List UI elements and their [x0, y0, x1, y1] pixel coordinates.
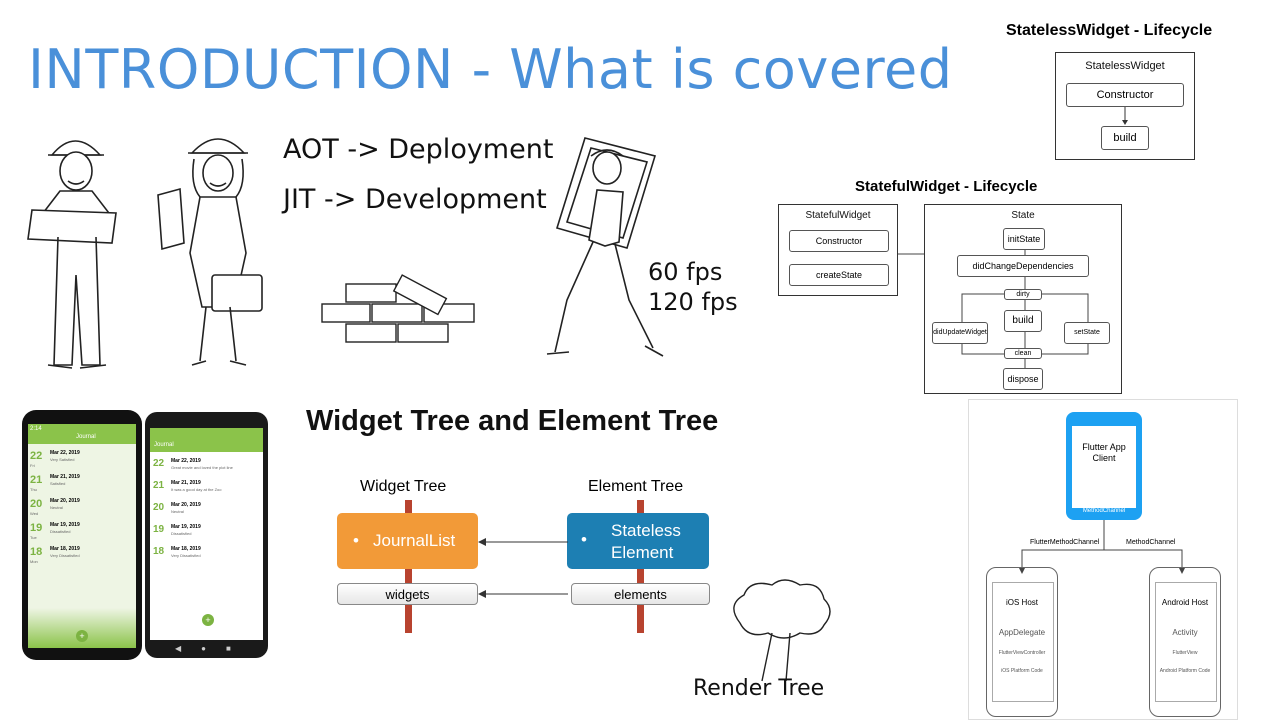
stateless-constructor: Constructor: [1066, 83, 1184, 107]
android-flutter-view: FlutterView: [1172, 650, 1198, 656]
add-entry-button[interactable]: +: [76, 630, 88, 642]
widget-tree-label: Widget Tree: [360, 478, 447, 495]
channel-connectors: [1019, 520, 1185, 574]
ios-flutter-view-controller: FlutterViewController: [998, 650, 1046, 656]
journal-list-label: JournalList: [373, 531, 456, 550]
aot-label: AOT -> Deployment: [283, 134, 554, 165]
tree-sketch-illustration: [733, 579, 831, 682]
elements-node: elements: [571, 583, 710, 605]
light-phone-footer: [28, 608, 136, 648]
ios-host-screen: [992, 582, 1054, 702]
clean-state: clean: [1004, 348, 1042, 359]
stateful-constructor: Constructor: [789, 230, 889, 252]
man-with-frame-illustration: [546, 137, 664, 357]
flutter-method-channel-label: FlutterMethodChannel: [1028, 539, 1102, 546]
light-phone-time: 2:14: [30, 426, 42, 432]
flutter-client-label-2: Client: [1092, 453, 1116, 463]
stateless-element-line-1: Stateless: [611, 521, 681, 540]
state-title: State: [1011, 210, 1035, 221]
flutter-client-phone: Flutter App Client MethodChannel: [1066, 412, 1142, 520]
flutter-client-label-1: Flutter App: [1082, 442, 1126, 452]
ios-host-phone: iOS Host AppDelegate FlutterViewControll…: [986, 567, 1058, 717]
dark-phone-appbar: [150, 428, 263, 452]
bullet-icon: •: [581, 530, 587, 549]
ios-platform-code: iOS Platform Code: [1001, 668, 1043, 674]
method-channel-2-label: MethodChannel: [1124, 539, 1178, 546]
page-title: INTRODUCTION - What is covered: [28, 38, 953, 101]
flutter-client-screen: [1072, 426, 1136, 508]
android-nav-buttons[interactable]: ◀●■: [175, 644, 251, 653]
stateful-lifecycle-heading: StatefulWidget - Lifecycle: [855, 178, 1038, 195]
stateless-lifecycle-heading: StatelessWidget - Lifecycle: [1006, 22, 1213, 39]
dispose-state: dispose: [1003, 368, 1043, 390]
jit-label: JIT -> Development: [283, 184, 547, 215]
stateless-arrow: [1122, 107, 1128, 125]
fps-120-label: 120 fps: [648, 288, 738, 316]
stateless-element-line-2: Element: [611, 543, 674, 562]
bullet-icon: •: [353, 531, 359, 550]
did-update-widget: didUpdateWidget: [932, 322, 988, 344]
element-tree-label: Element Tree: [588, 478, 684, 495]
android-host-label: Android Host: [1161, 598, 1209, 607]
stateless-widget-title: StatelessWidget: [1085, 60, 1165, 72]
stateful-widget-title: StatefulWidget: [805, 210, 871, 221]
stateless-build: build: [1101, 126, 1149, 150]
dirty-state: dirty: [1004, 289, 1042, 300]
stateful-create-state: createState: [789, 264, 889, 286]
method-channel-label: MethodChannel: [1082, 508, 1126, 514]
set-state: setState: [1064, 322, 1110, 344]
light-phone-title: Journal: [76, 434, 96, 440]
ios-app-delegate: AppDelegate: [998, 628, 1046, 637]
android-host-screen: [1155, 582, 1217, 702]
dark-phone-title: Journal: [154, 442, 174, 448]
android-activity: Activity: [1172, 628, 1198, 637]
construction-workers-illustration: [27, 138, 263, 369]
light-phone-appbar: [28, 424, 136, 444]
widgets-node: widgets: [337, 583, 478, 605]
bricks-illustration: [321, 274, 475, 343]
tree-arrows: [478, 538, 568, 598]
fps-60-label: 60 fps: [648, 258, 723, 286]
did-change-dependencies: didChangeDependencies: [957, 255, 1089, 277]
add-entry-button[interactable]: +: [202, 614, 214, 626]
android-platform-code: Android Platform Code: [1159, 668, 1211, 674]
state-connectors: [898, 250, 1089, 368]
android-host-phone: Android Host Activity FlutterView Androi…: [1149, 567, 1221, 717]
state-build: build: [1004, 310, 1042, 332]
tree-heading: Widget Tree and Element Tree: [306, 405, 719, 437]
render-tree-label: Render Tree: [693, 676, 825, 701]
init-state: initState: [1003, 228, 1045, 250]
ios-host-label: iOS Host: [1005, 598, 1038, 607]
stateless-element-node: • Stateless Element: [567, 513, 709, 569]
journal-list-node: • JournalList: [337, 513, 478, 569]
